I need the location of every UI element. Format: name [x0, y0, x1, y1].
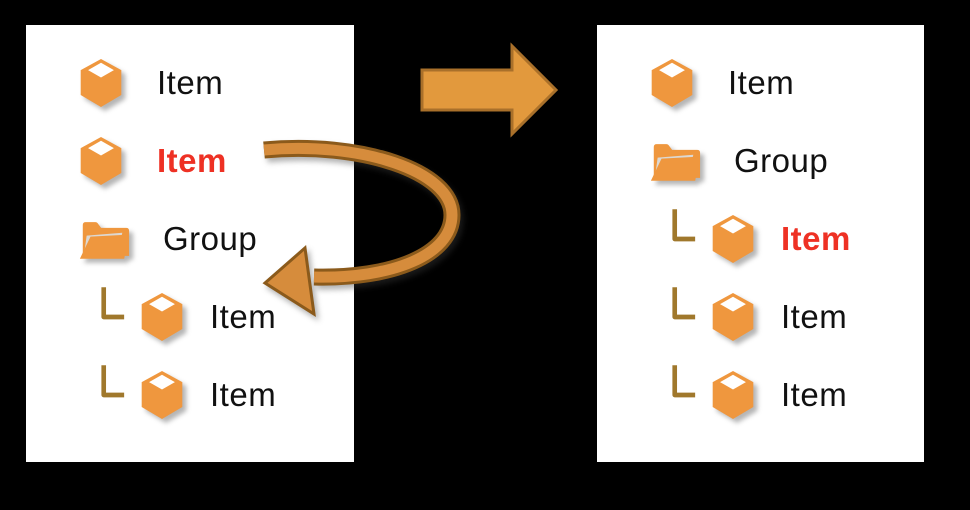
- tree-row: Item: [77, 133, 354, 188]
- tree-row: Group: [648, 133, 924, 188]
- box-icon: [77, 57, 125, 109]
- box-icon: [709, 369, 757, 421]
- box-icon: [77, 135, 125, 187]
- tree-branch-icon: [100, 285, 126, 323]
- tree-row: Item: [671, 367, 924, 422]
- tree-row: Item: [77, 55, 354, 110]
- tree-branch-icon: [100, 363, 126, 401]
- open-folder-icon: [77, 215, 131, 262]
- before-panel: Item Item Group Item Item: [26, 25, 354, 462]
- tree-row: Item: [648, 55, 924, 110]
- tree-item-label: Item: [781, 297, 848, 335]
- tree-row: Item: [100, 367, 354, 422]
- box-icon: [648, 57, 696, 109]
- tree-item-label: Item: [157, 63, 224, 101]
- tree-item-label: Group: [163, 219, 258, 257]
- box-icon: [709, 291, 757, 343]
- tree-row: Item: [671, 289, 924, 344]
- right-arrow: [420, 42, 559, 138]
- tree-row: Group: [77, 211, 354, 266]
- tree-item-label: Item: [781, 219, 851, 257]
- tree-row: Item: [671, 211, 924, 266]
- tree-item-label: Item: [728, 63, 795, 101]
- tree-branch-icon: [671, 285, 697, 323]
- tree-branch-icon: [671, 363, 697, 401]
- tree-item-label: Item: [210, 297, 277, 335]
- tree-row: Item: [100, 289, 354, 344]
- box-icon: [138, 291, 186, 343]
- after-panel: Item Group Item Item Item: [597, 25, 924, 462]
- tree-item-label: Item: [781, 375, 848, 413]
- box-icon: [138, 369, 186, 421]
- box-icon: [709, 213, 757, 265]
- tree-item-label: Item: [157, 141, 227, 179]
- open-folder-icon: [648, 137, 702, 184]
- curved-move-arrow: [262, 139, 461, 317]
- tree-branch-icon: [671, 207, 697, 245]
- tree-item-label: Item: [210, 375, 277, 413]
- tree-item-label: Group: [734, 141, 829, 179]
